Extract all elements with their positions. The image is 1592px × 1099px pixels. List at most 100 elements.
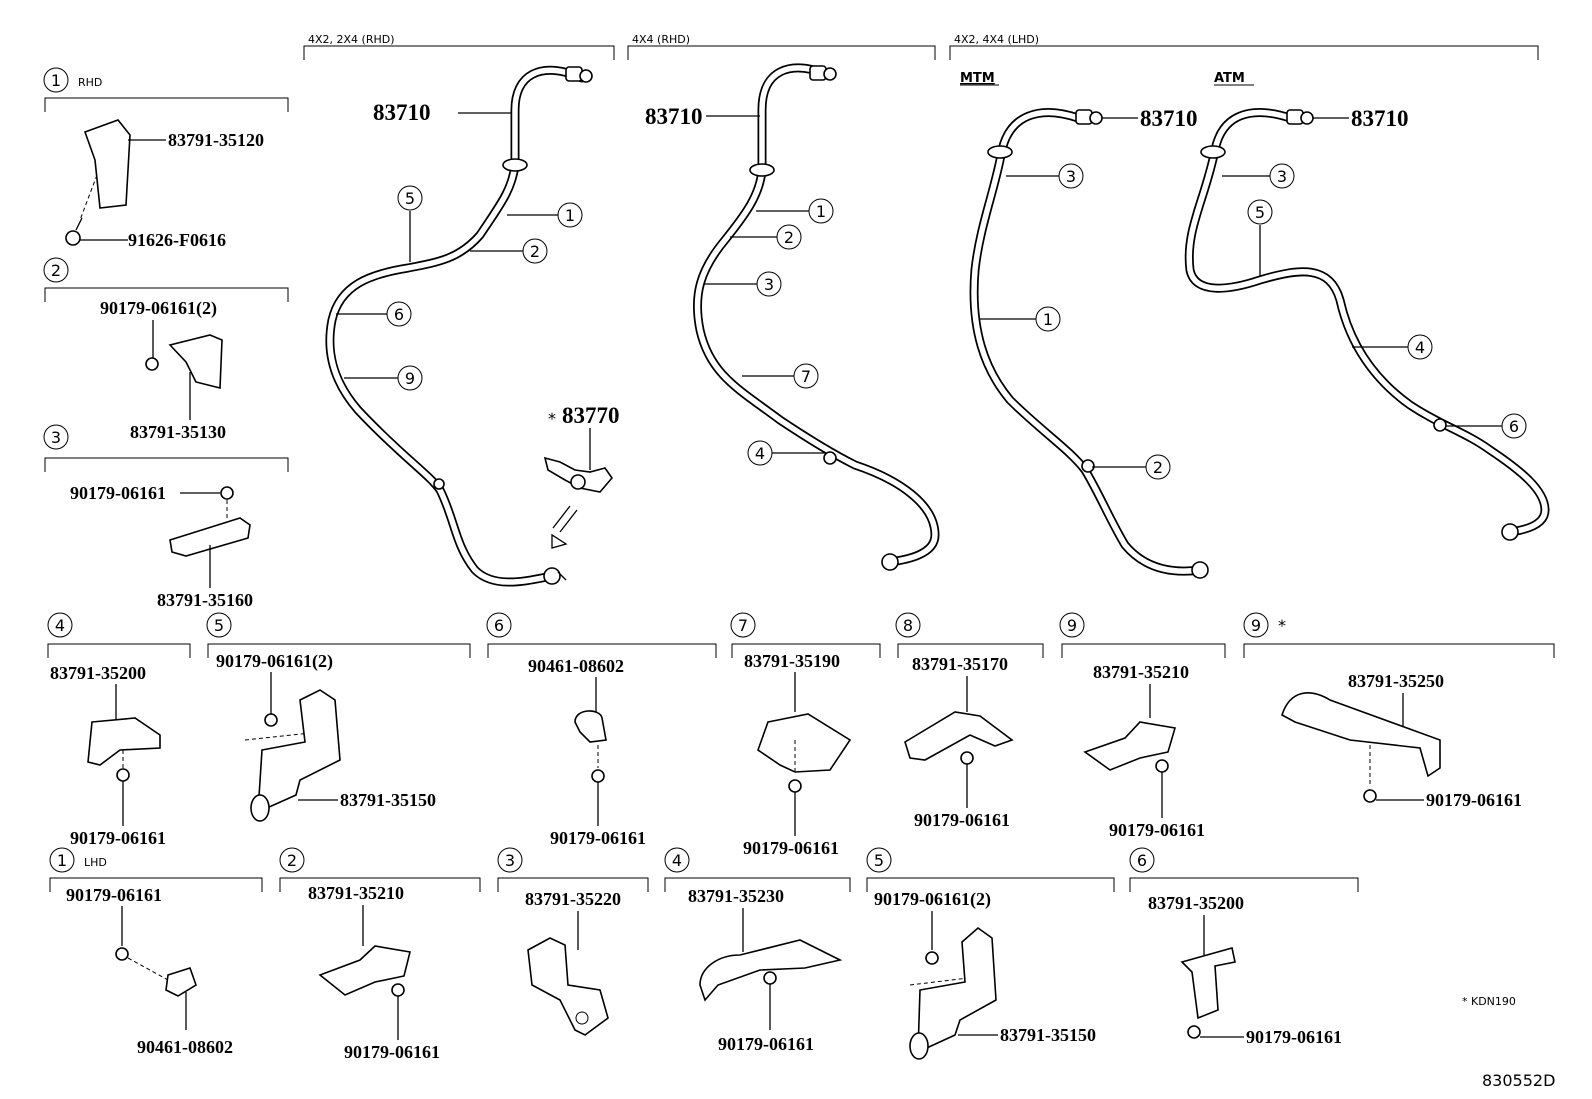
atm-label: ATM — [1214, 71, 1245, 86]
lhd-5-number: 5 — [874, 851, 884, 870]
hose-a-callout-5: 5 — [405, 189, 415, 208]
speed-sensor: * 83770 — [543, 403, 620, 549]
figure-code: 830552D — [1482, 1071, 1555, 1090]
hose-d-callout-4: 4 — [1415, 338, 1425, 357]
group-8-part-1: 83791-35170 — [912, 654, 1008, 674]
lhd-4-number: 4 — [672, 851, 682, 870]
group-1-number: 1 — [51, 71, 61, 90]
group-6-lhd: 6 83791-35200 90179-06161 — [1129, 847, 1359, 1047]
group-1-tag: RHD — [78, 76, 102, 89]
hose-b-callout-4: 4 — [755, 444, 765, 463]
hose-d-callout-5: 5 — [1255, 203, 1265, 222]
lhd-6-number: 6 — [1137, 851, 1147, 870]
hose-d-partno: 83710 — [1351, 106, 1409, 131]
group-3-part-2: 83791-35160 — [157, 590, 253, 610]
group-1-lhd: 1 LHD 90179-06161 90461-08602 — [49, 847, 263, 1057]
group-7-part-1: 83791-35190 — [744, 651, 840, 671]
group-2-part-2: 83791-35130 — [130, 422, 226, 442]
lhd-4-part-1: 83791-35230 — [688, 886, 784, 906]
group-2-lhd: 2 83791-35210 90179-06161 — [279, 847, 481, 1062]
lhd-6-part-2: 90179-06161 — [1246, 1027, 1342, 1047]
sensor-mark: * — [548, 409, 556, 428]
mtm-label: MTM — [960, 71, 995, 86]
hose-c-callout-3: 3 — [1066, 167, 1076, 186]
hose-b-partno: 83710 — [645, 104, 703, 129]
group-9-star-part-2: 90179-06161 — [1426, 790, 1522, 810]
group-6-part-2: 90179-06161 — [550, 828, 646, 848]
group-6-rhd: 6 90461-08602 90179-06161 — [486, 612, 717, 848]
lhd-1-tag: LHD — [84, 856, 107, 869]
group-9-star-mark: * — [1278, 616, 1286, 635]
group-9-star-number: 9 — [1251, 616, 1261, 635]
group-9-part-1: 83791-35210 — [1093, 662, 1189, 682]
lhd-2-part-1: 83791-35210 — [308, 883, 404, 903]
brake-hose-c: 83710 3 1 2 — [969, 106, 1209, 579]
lhd-1-part-1: 90179-06161 — [66, 885, 162, 905]
brake-hose-b: 83710 1 2 3 7 4 — [645, 63, 940, 571]
brake-hose-a: 83710 5 1 2 6 9 — [325, 65, 593, 587]
section-rhd-2wd: 4X2, 2X4 (RHD) — [303, 33, 615, 60]
hose-a-callout-1: 1 — [565, 206, 575, 225]
brake-hose-d: 83710 3 5 4 6 — [1184, 106, 1550, 541]
group-7-number: 7 — [738, 616, 748, 635]
hose-d-callout-6: 6 — [1509, 417, 1519, 436]
hose-a-partno: 83710 — [373, 100, 431, 125]
group-1-part-2: 91626-F0616 — [128, 230, 226, 250]
hose-c-callout-2: 2 — [1153, 458, 1163, 477]
section-lhd-label: 4X2, 4X4 (LHD) — [954, 33, 1039, 46]
group-4-part-1: 83791-35200 — [50, 663, 146, 683]
group-2-part-1: 90179-06161(2) — [100, 298, 217, 319]
hose-b-callout-2: 2 — [784, 228, 794, 247]
group-4-part-2: 90179-06161 — [70, 828, 166, 848]
group-6-part-1: 90461-08602 — [528, 656, 624, 676]
lhd-6-part-1: 83791-35200 — [1148, 893, 1244, 913]
group-1-part-1: 83791-35120 — [168, 130, 264, 150]
group-1-rhd: 1 RHD 83791-35120 91626-F0616 — [43, 67, 289, 250]
hose-a-callout-6: 6 — [394, 305, 404, 324]
group-5-rhd: 5 90179-06161(2) 83791-35150 — [206, 612, 471, 822]
section-rhd-4wd: 4X4 (RHD) — [627, 33, 936, 60]
group-3-part-1: 90179-06161 — [70, 483, 166, 503]
group-3-lhd: 3 83791-35220 — [497, 847, 649, 1036]
group-8-part-2: 90179-06161 — [914, 810, 1010, 830]
group-2-number: 2 — [51, 261, 61, 280]
section-lhd: 4X2, 4X4 (LHD) MTM ATM — [949, 33, 1539, 86]
hose-c-partno: 83710 — [1140, 106, 1198, 131]
section-rhd-4wd-label: 4X4 (RHD) — [632, 33, 690, 46]
group-4-number: 4 — [55, 616, 65, 635]
group-4-lhd: 4 83791-35230 90179-06161 — [664, 847, 851, 1054]
hose-a-callout-2: 2 — [530, 242, 540, 261]
lhd-1-part-2: 90461-08602 — [137, 1037, 233, 1057]
group-5-part-1: 90179-06161(2) — [216, 651, 333, 672]
group-9-star-part-1: 83791-35250 — [1348, 671, 1444, 691]
group-6-number: 6 — [494, 616, 504, 635]
group-9-part-2: 90179-06161 — [1109, 820, 1205, 840]
hose-b-callout-7: 7 — [801, 367, 811, 386]
section-rhd-2wd-label: 4X2, 2X4 (RHD) — [308, 33, 395, 46]
group-3-rhd: 3 90179-06161 83791-35160 — [43, 424, 289, 610]
lhd-5-part-2: 83791-35150 — [1000, 1025, 1096, 1045]
group-8-number: 8 — [903, 616, 913, 635]
group-7-part-2: 90179-06161 — [743, 838, 839, 858]
hose-a-callout-9: 9 — [405, 369, 415, 388]
group-7-rhd: 7 83791-35190 90179-06161 — [730, 612, 881, 858]
hose-b-callout-1: 1 — [816, 202, 826, 221]
group-5-lhd: 5 90179-06161(2) 83791-35150 — [866, 847, 1115, 1060]
lhd-4-part-2: 90179-06161 — [718, 1034, 814, 1054]
group-4-rhd: 4 83791-35200 90179-06161 — [47, 612, 191, 848]
group-5-part-2: 83791-35150 — [340, 790, 436, 810]
group-5-number: 5 — [214, 616, 224, 635]
hose-d-callout-3: 3 — [1277, 167, 1287, 186]
lhd-5-part-1: 90179-06161(2) — [874, 889, 991, 910]
lhd-3-part-1: 83791-35220 — [525, 889, 621, 909]
lhd-2-number: 2 — [287, 851, 297, 870]
group-9-star: 9 * 83791-35250 90179-06161 — [1243, 612, 1555, 810]
group-8-rhd: 8 83791-35170 90179-06161 — [895, 612, 1044, 830]
lhd-2-part-2: 90179-06161 — [344, 1042, 440, 1062]
group-9-number: 9 — [1067, 616, 1077, 635]
hose-b-callout-3: 3 — [764, 275, 774, 294]
sensor-partno: 83770 — [562, 403, 620, 428]
lhd-1-number: 1 — [57, 851, 67, 870]
group-2-rhd: 2 90179-06161(2) 83791-35130 — [43, 257, 289, 442]
